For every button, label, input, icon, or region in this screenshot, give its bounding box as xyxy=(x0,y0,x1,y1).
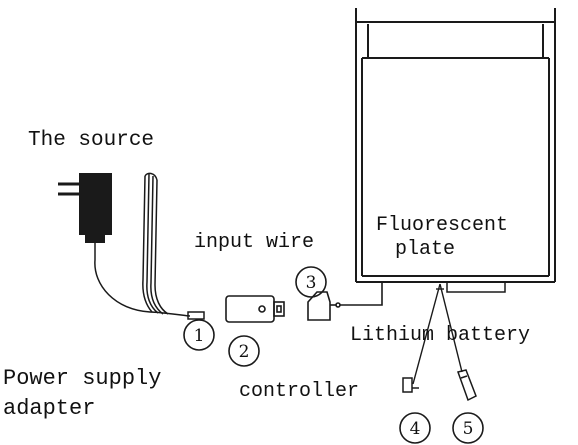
label-fluorescent: Fluorescent xyxy=(376,214,509,237)
callout-number-5: 5 xyxy=(463,419,474,439)
plate-wires xyxy=(412,283,463,385)
callout-number-2: 2 xyxy=(239,342,250,362)
label-adapter: adapter xyxy=(3,396,96,421)
label-the-source: The source xyxy=(28,129,155,152)
fluorescent-plate xyxy=(355,8,556,283)
callout-numbers: 1 2 3 4 5 xyxy=(194,273,474,439)
callout-number-3: 3 xyxy=(306,273,317,293)
label-controller: controller xyxy=(239,380,360,403)
label-lithium-battery: Lithium battery xyxy=(350,324,531,347)
label-plate: plate xyxy=(395,238,456,261)
lithium-battery-pack xyxy=(446,281,506,293)
power-adapter xyxy=(58,173,112,260)
label-power-supply: Power supply xyxy=(3,366,162,391)
callout-number-4: 4 xyxy=(410,419,421,439)
dc-connector xyxy=(307,282,383,321)
label-input-wire: input wire xyxy=(194,231,315,254)
controller-switch xyxy=(402,377,419,393)
adapter-cable xyxy=(94,172,205,320)
callout-number-1: 1 xyxy=(194,326,205,346)
usb-plug xyxy=(225,295,285,323)
battery-connector xyxy=(457,369,477,402)
callout-circles xyxy=(183,266,484,444)
